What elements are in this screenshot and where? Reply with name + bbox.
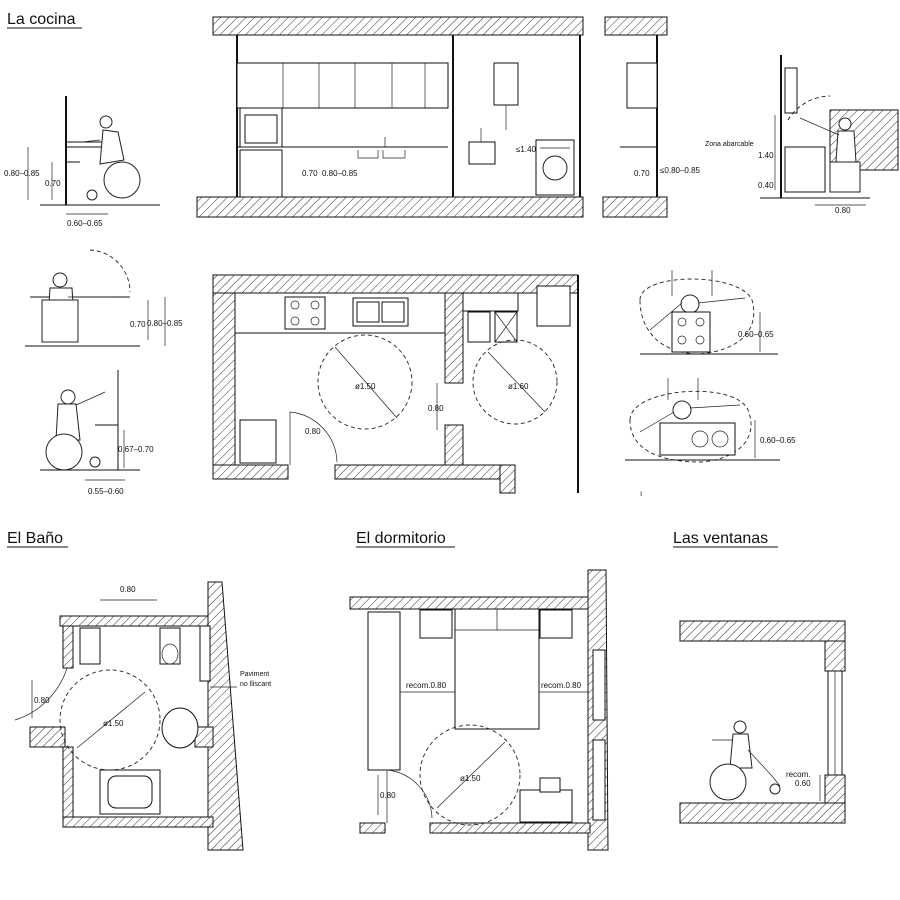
kitchen-elev-knee: 0.70 [302,169,318,178]
kitchen-reach-low: 0.40 [758,181,774,190]
kitchen-section-knee: 0.70 [634,169,650,178]
kitchen-top-stove-dim: 0.60–0.65 [738,330,774,339]
kitchen-plan-passage: 0.80 [428,404,444,413]
kitchen-small-section: 0.70 ≤0.80–0.85 [602,16,701,218]
kitchen-table-view: 0.70 0.80–0.85 [25,249,183,347]
bedroom-clear-right: recom.0.80 [541,681,582,690]
bedroom-circle: ø1.50 [460,774,481,783]
kitchen-reach-up-depth: 0.55–0.60 [88,487,124,496]
bathroom-door-width: 0.80 [34,696,50,705]
heading-bathroom: El Baño [7,530,63,547]
kitchen-floor-plan: ø1.50 ø1.60 0.80 0.80 [212,274,579,494]
kitchen-reach-width: 0.80 [835,206,851,215]
kitchen-plan-circle-a: ø1.50 [355,382,376,391]
kitchen-stray-mark: ı [640,489,642,498]
kitchen-table-knee: 0.70 [130,320,146,329]
bathroom-top-width: 0.80 [120,585,136,594]
heading-kitchen: La cocina [7,11,76,28]
window-section: recom. 0.60 [679,620,846,824]
window-sill-2: 0.60 [795,779,811,788]
kitchen-section-counter: ≤0.80–0.85 [660,166,701,175]
kitchen-top-sink-dim: 0.60–0.65 [760,436,796,445]
bedroom-plan: recom.0.80 recom.0.80 ø1.50 0.80 [349,569,609,851]
bathroom-circle: ø1.50 [103,719,124,728]
bathroom-floor-note-1: Paviment [240,671,269,678]
bathroom-floor-note-2: no lliscant [240,681,271,688]
kitchen-plan-door: 0.80 [305,427,321,436]
heading-bedroom: El dormitorio [356,530,446,547]
kitchen-elev-max: ≤1.40 [516,145,537,154]
kitchen-reach-high: 1.40 [758,151,774,160]
bedroom-clear-left: recom.0.80 [406,681,447,690]
kitchen-side-knee: 0.70 [45,179,61,188]
kitchen-table-counter: 0.80–0.85 [147,319,183,328]
kitchen-elevation: 0.70 0.80–0.85 ≤1.40 [196,16,584,218]
kitchen-top-sink: 0.60–0.65 ı [625,378,796,498]
kitchen-side-height-range: 0.80–0.85 [4,169,40,178]
kitchen-reach-up: 0.67–0.70 0.55–0.60 [40,370,154,496]
kitchen-plan-circle-b: ø1.60 [508,382,529,391]
kitchen-elev-counter: 0.80–0.85 [322,169,358,178]
kitchen-reach-label: Zona abarcable [705,141,754,148]
kitchen-side-section: 0.80–0.85 0.70 0.60–0.65 [4,96,160,228]
kitchen-top-stove: 0.60–0.65 [639,270,778,355]
bedroom-door: 0.80 [380,791,396,800]
bathroom-plan: 0.80 0.80 ø1.50 Paviment no lliscant [14,581,271,851]
kitchen-side-depth: 0.60–0.65 [67,219,103,228]
kitchen-reach-zone: Zona abarcable 1.40 0.40 0.80 [705,55,899,215]
kitchen-reach-up-height: 0.67–0.70 [118,445,154,454]
window-sill-1: recom. [786,770,810,779]
heading-windows: Las ventanas [673,530,768,547]
